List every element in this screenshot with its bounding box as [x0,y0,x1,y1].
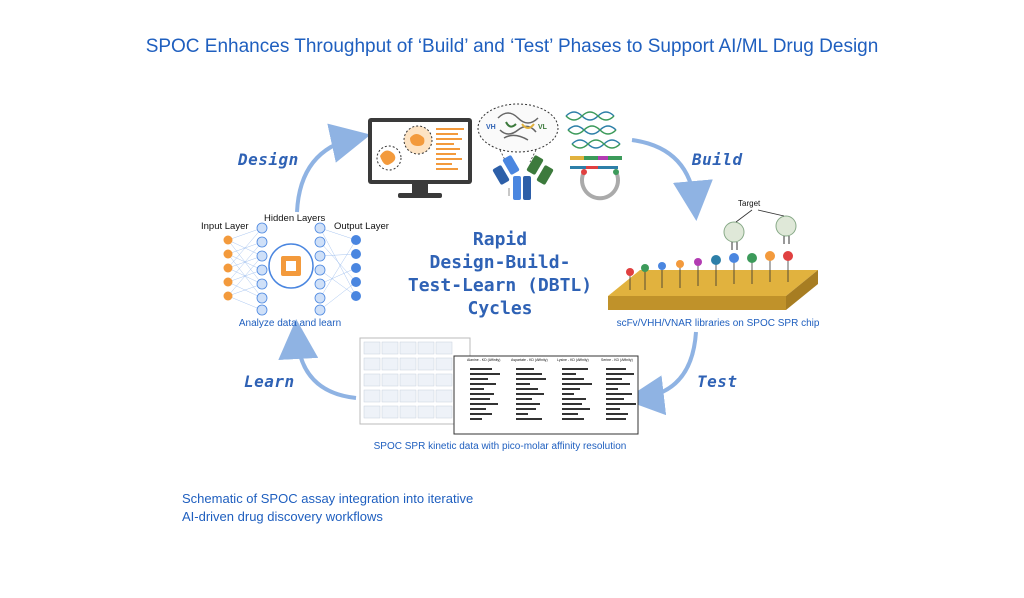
footnote-line-1: Schematic of SPOC assay integration into… [182,491,474,506]
footnote-line-2: AI-driven drug discovery workflows [182,509,383,524]
neural-network-icon [223,222,361,316]
plot-title-lysine: Lysine - KD (Affinity) [557,358,589,362]
vh-label: VH [486,124,496,131]
center-line-1: Rapid [472,229,528,250]
plot-title-alanine: Alanine - KD (Affinity) [467,358,501,362]
center-line-4: Cycles [467,298,533,319]
stage-label-learn: Learn [244,372,295,391]
dna-icon [565,111,622,201]
target-label: Target [738,199,761,208]
figure-title: SPOC Enhances Throughput of ‘Build’ and … [145,36,879,57]
spr-chip-icon [608,209,818,310]
arrow-build-next [631,138,713,221]
plot-title-aspartate: Aspartate - KD (Affinity) [511,358,548,362]
figure-footnote: Schematic of SPOC assay integration into… [182,490,473,526]
chip-caption: scFv/VHH/VNAR libraries on SPOC SPR chip [616,318,820,329]
kinetic-data-panel [359,337,639,435]
input-layer-label: Input Layer [201,221,249,232]
antibody-icon [477,103,559,200]
monitor-icon [368,118,472,198]
stage-label-design: Design [238,150,299,169]
stage-label-build: Build [692,150,743,169]
network-caption: Analyze data and learn [238,318,342,329]
arrow-test [624,331,698,416]
output-layer-label: Output Layer [334,221,389,232]
center-line-3: Test-Learn (DBTL) [407,275,593,296]
dbtl-center-title: Rapid Design-Build- Test-Learn (DBTL) Cy… [380,228,620,320]
arrow-learn [278,319,357,400]
stage-label-test: Test [697,372,738,391]
vl-label: VL [538,124,547,131]
plot-title-serine: Serine - KD (Affinity) [601,358,633,362]
arrow-design-to-build [295,123,371,213]
center-line-2: Design-Build- [429,252,571,273]
affinity-bar-plots [470,368,636,420]
kinetic-data-caption: SPOC SPR kinetic data with pico-molar af… [373,441,627,452]
hidden-layers-label: Hidden Layers [264,213,326,224]
